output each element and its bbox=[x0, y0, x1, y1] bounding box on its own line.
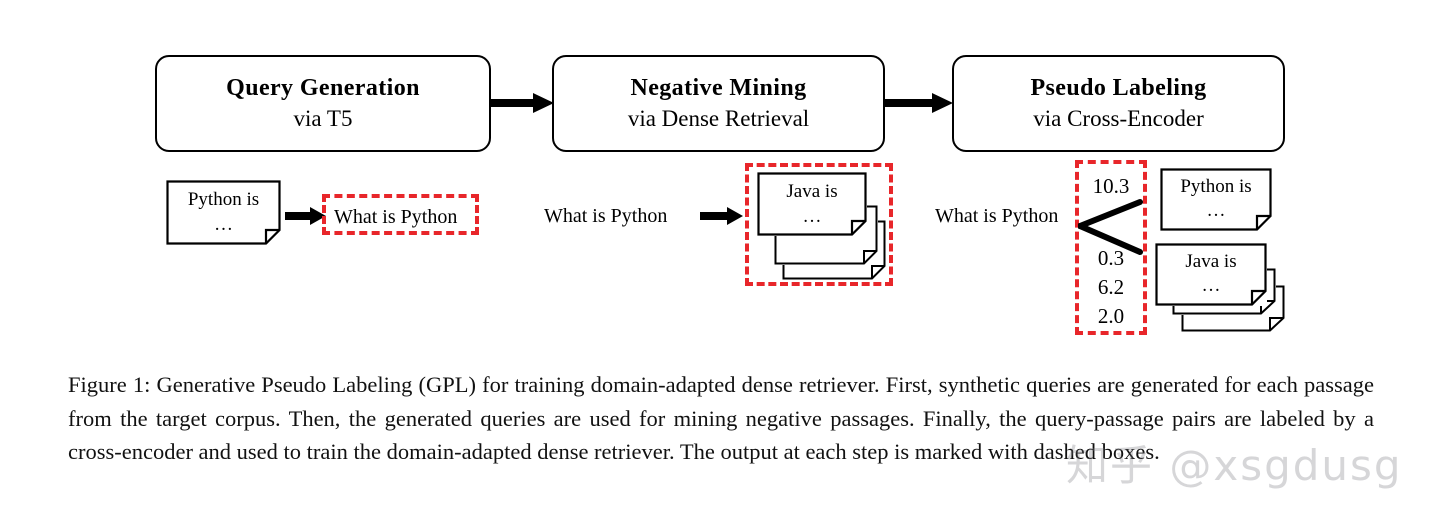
passage-document: Python is … bbox=[166, 180, 281, 245]
negative-passage-document-front: Java is … bbox=[1155, 243, 1267, 306]
stage-box-negative-mining: Negative Mining via Dense Retrieval bbox=[552, 55, 885, 152]
mining-input-query-text: What is Python bbox=[544, 205, 668, 227]
stage-arrow-right-icon bbox=[489, 92, 555, 114]
pseudo-labels-output-box bbox=[1075, 160, 1147, 335]
generated-query-output-box bbox=[322, 194, 479, 235]
score-value: 6.2 bbox=[1097, 275, 1125, 299]
score-value: 0.3 bbox=[1097, 246, 1125, 270]
stage-subtitle: via Dense Retrieval bbox=[627, 105, 810, 131]
document-line-1: Python is bbox=[187, 189, 260, 210]
mined-negatives-output-box bbox=[745, 163, 893, 286]
document-line-2: … bbox=[802, 206, 822, 227]
generated-query-text: What is Python bbox=[334, 206, 458, 228]
stage-subtitle: via T5 bbox=[293, 105, 353, 131]
figure-caption: Figure 1: Generative Pseudo Labeling (GP… bbox=[68, 372, 1374, 465]
document-line-1: Python is bbox=[1180, 176, 1252, 197]
stage-arrow-right-icon bbox=[884, 92, 954, 114]
positive-passage-document: Python is … bbox=[1160, 168, 1272, 231]
stage-title: Pseudo Labeling bbox=[1030, 74, 1207, 101]
score-value: 2.0 bbox=[1097, 304, 1125, 328]
score-fork-connector-icon bbox=[1077, 198, 1143, 256]
stage-title: Negative Mining bbox=[630, 74, 807, 101]
document-line-1: Java is bbox=[1185, 251, 1237, 272]
mine-arrow-icon bbox=[700, 207, 744, 225]
document-line-1: Java is bbox=[786, 181, 838, 202]
labeling-input-query-text: What is Python bbox=[935, 205, 1059, 227]
negative-document-front: Java is … bbox=[757, 172, 867, 236]
generate-arrow-icon bbox=[285, 207, 327, 225]
stage-box-query-generation: Query Generation via T5 bbox=[155, 55, 491, 152]
document-line-2: … bbox=[214, 214, 233, 235]
document-line-2: … bbox=[1201, 275, 1221, 296]
stage-box-pseudo-labeling: Pseudo Labeling via Cross-Encoder bbox=[952, 55, 1285, 152]
stage-subtitle: via Cross-Encoder bbox=[1033, 105, 1204, 131]
stage-title: Query Generation bbox=[226, 74, 420, 101]
score-value: 10.3 bbox=[1092, 174, 1130, 198]
document-line-2: … bbox=[1206, 200, 1226, 221]
